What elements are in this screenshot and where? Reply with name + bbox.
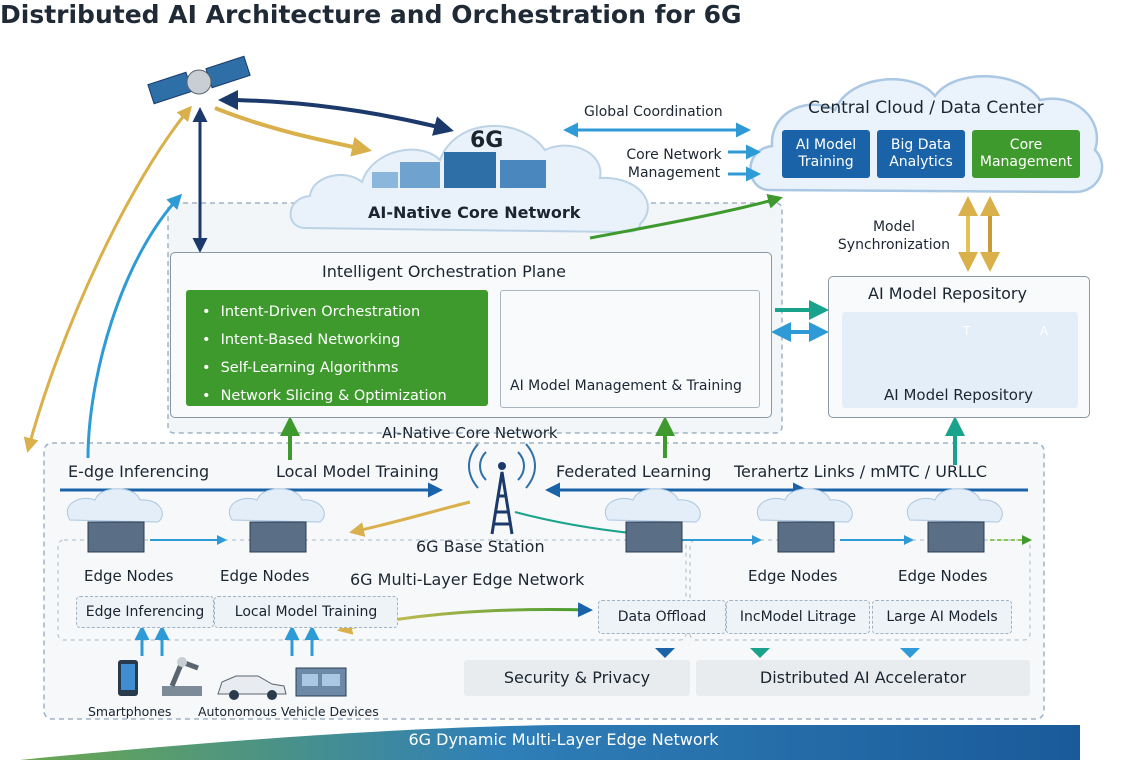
repository-letter-a: A	[1040, 324, 1049, 338]
edge-nodes-label-3: Edge Nodes	[748, 567, 838, 585]
edge-nodes-label-4: Edge Nodes	[898, 567, 988, 585]
robot-arm-icon	[162, 657, 202, 696]
central-cloud-title: Central Cloud / Data Center	[808, 98, 1044, 118]
sub-box-incmodel-litrage: IncModel Litrage	[726, 600, 870, 634]
bottom-banner-label: 6G Dynamic Multi-Layer Edge Network	[408, 730, 719, 749]
model-synchronization-label: Model Synchronization	[837, 219, 951, 253]
orchestration-bullets: Intent-Driven Orchestration Intent-Based…	[186, 290, 488, 406]
multilayer-label: 6G Multi-Layer Edge Network	[350, 570, 585, 589]
edge-node-icon-4	[757, 488, 853, 553]
global-coordination-label: Global Coordination	[584, 104, 723, 120]
core-cloud-label: AI-Native Core Network	[368, 203, 581, 222]
local-model-training-label: Local Model Training	[276, 462, 439, 481]
edge-node-icon-1	[67, 488, 163, 553]
repository-letter-t: T	[963, 324, 971, 338]
base-station-icon	[468, 443, 536, 535]
sub-box-local-model-training: Local Model Training	[214, 596, 398, 628]
bullet-intent-based: Intent-Based Networking	[202, 326, 488, 354]
page-title: Distributed AI Architecture and Orchestr…	[0, 0, 742, 29]
orchestration-title: Intelligent Orchestration Plane	[322, 262, 567, 281]
repository-inner-box	[842, 312, 1078, 408]
edge-inferencing-label: E-dge Inferencing	[68, 462, 210, 481]
edge-core-label: AI-Native Core Network	[382, 424, 558, 442]
edge-nodes-label-1: Edge Nodes	[84, 567, 174, 585]
edge-node-icon-3	[605, 488, 701, 553]
smartphone-icon	[118, 660, 138, 696]
repository-title: AI Model Repository	[868, 284, 1027, 303]
edge-nodes-label-2: Edge Nodes	[220, 567, 310, 585]
model-mgmt-box	[500, 290, 760, 408]
bullet-intent-driven: Intent-Driven Orchestration	[202, 298, 488, 326]
satellite-icon	[147, 55, 251, 105]
edge-node-icon-5	[907, 488, 1003, 553]
sub-box-large-ai-models: Large AI Models	[872, 600, 1012, 634]
bullet-self-learning: Self-Learning Algorithms	[202, 354, 488, 382]
edge-node-icon-2	[229, 488, 325, 553]
service-core-management: Core Management	[972, 130, 1080, 178]
multilayer-region-left	[57, 539, 687, 641]
smartphones-label: Smartphones	[88, 704, 172, 719]
repository-caption: AI Model Repository	[884, 386, 1034, 404]
terahertz-label: Terahertz Links / mMTC / URLLC	[734, 462, 988, 481]
federated-learning-label: Federated Learning	[556, 462, 712, 481]
sub-box-data-offload: Data Offload	[598, 600, 726, 634]
base-station-label: 6G Base Station	[416, 537, 545, 556]
distributed-ai-accelerator-bar: Distributed AI Accelerator	[696, 660, 1030, 696]
core-cloud	[289, 124, 649, 234]
autonomous-devices-label: Autonomous Vehicle Devices	[198, 704, 379, 719]
bullet-network-slicing: Network Slicing & Optimization	[202, 382, 488, 410]
service-ai-model-training: AI Model Training	[782, 130, 870, 178]
service-big-data-analytics: Big Data Analytics	[877, 130, 965, 178]
sub-box-edge-inferencing: Edge Inferencing	[76, 596, 214, 628]
core-network-management-label: Core Network Management	[626, 147, 722, 181]
bottom-banner	[20, 725, 1080, 760]
car-icon	[217, 675, 287, 700]
security-privacy-bar: Security & Privacy	[464, 660, 690, 696]
model-mgmt-label: AI Model Management & Training	[510, 378, 742, 394]
machine-icon	[295, 667, 347, 697]
core-cloud-badge: 6G	[470, 128, 504, 153]
